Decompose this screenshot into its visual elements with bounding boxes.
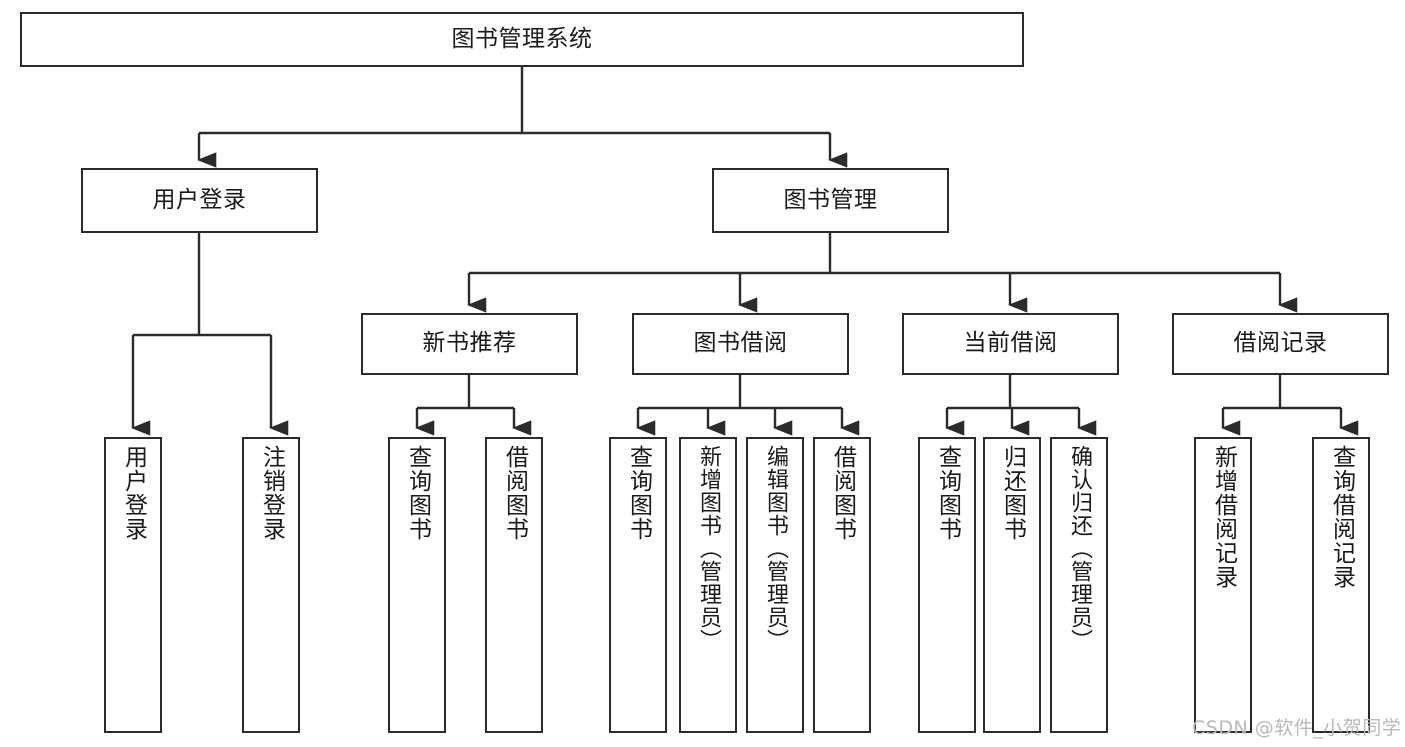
node-leaf-query-book-1[interactable]: 查询图书 [388,437,446,733]
node-leaf-add-record[interactable]: 新增借阅记录 [1194,437,1252,733]
node-label: 新增图书（管理员） [696,445,721,652]
node-leaf-borrow-book-2[interactable]: 借阅图书 [813,437,871,733]
node-label: 图书借阅 [693,330,788,357]
node-label: 借阅记录 [1233,330,1328,357]
node-leaf-query-book-3[interactable]: 查询图书 [918,437,976,733]
node-label: 图书管理 [783,186,878,213]
node-label: 新增借阅记录 [1210,445,1237,589]
node-label: 查询图书 [404,445,431,541]
csdn-watermark: CSDN @软件_小贺同学 [1192,713,1401,740]
node-label: 查询图书 [625,445,652,541]
node-leaf-return-book[interactable]: 归还图书 [983,437,1041,733]
node-label: 确认归还（管理员） [1067,445,1092,652]
node-user-login[interactable]: 用户登录 [81,168,318,233]
watermark-text: CSDN @软件_小贺同学 [1192,717,1402,739]
node-current-borrow[interactable]: 当前借阅 [902,313,1119,375]
node-label: 用户登录 [152,186,247,213]
node-label: 查询借阅记录 [1328,445,1355,589]
node-label: 图书管理系统 [451,25,593,52]
node-label: 借阅图书 [829,445,856,541]
node-book-manage[interactable]: 图书管理 [712,168,949,233]
node-leaf-user-logout[interactable]: 注销登录 [242,437,300,733]
node-label: 借阅图书 [501,445,528,541]
node-leaf-query-book-2[interactable]: 查询图书 [609,437,667,733]
node-label: 当前借阅 [963,330,1058,357]
node-label: 编辑图书（管理员） [763,445,788,652]
node-label: 用户登录 [120,445,147,541]
node-leaf-query-record[interactable]: 查询借阅记录 [1312,437,1370,733]
node-book-borrow[interactable]: 图书借阅 [632,313,849,375]
node-leaf-edit-book[interactable]: 编辑图书（管理员） [746,437,804,733]
node-leaf-borrow-book-1[interactable]: 借阅图书 [485,437,543,733]
node-root-system[interactable]: 图书管理系统 [20,12,1024,67]
node-label: 归还图书 [999,445,1026,541]
node-label: 新书推荐 [422,330,517,357]
node-leaf-confirm-return[interactable]: 确认归还（管理员） [1050,437,1108,733]
node-leaf-add-book[interactable]: 新增图书（管理员） [679,437,737,733]
node-borrow-record[interactable]: 借阅记录 [1172,313,1389,375]
node-label: 查询图书 [934,445,961,541]
node-label: 注销登录 [258,445,285,541]
node-leaf-user-login[interactable]: 用户登录 [104,437,162,733]
node-new-book-rec[interactable]: 新书推荐 [361,313,578,375]
